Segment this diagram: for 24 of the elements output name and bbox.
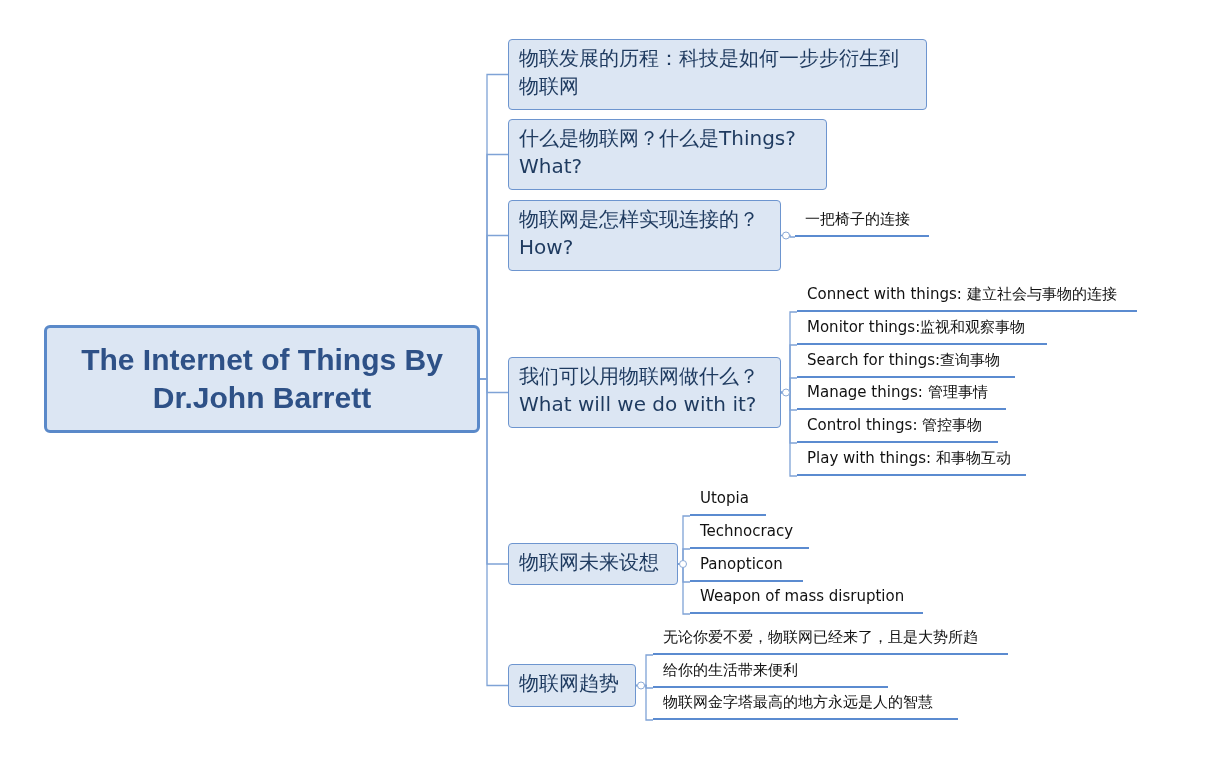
connector-line	[780, 391, 798, 477]
underlined-subtopic: Connect with things: 建立社会与事物的连接	[797, 282, 1137, 312]
underlined-subtopic: 无论你爱不爱，物联网已经来了，且是大势所趋	[653, 625, 1008, 655]
topic-box: 物联网趋势	[508, 664, 636, 707]
central-topic-box: The Internet of Things By Dr.John Barrett	[44, 325, 480, 433]
topic-box: 什么是物联网？什么是Things? What?	[508, 119, 827, 190]
connector-line	[479, 378, 509, 687]
connector-line	[635, 684, 654, 721]
underlined-subtopic: Weapon of mass disruption	[690, 584, 923, 614]
underlined-subtopic: Utopia	[690, 486, 766, 516]
underlined-subtopic: Monitor things:监视和观察事物	[797, 315, 1047, 345]
underlined-subtopic: Manage things: 管理事情	[797, 380, 1006, 410]
underlined-subtopic: 一把椅子的连接	[795, 207, 929, 237]
underlined-subtopic: 物联网金字塔最高的地方永远是人的智慧	[653, 690, 958, 720]
underlined-subtopic: 给你的生活带来便利	[653, 658, 888, 688]
underlined-subtopic: Technocracy	[690, 519, 809, 549]
underlined-subtopic: Search for things:查询事物	[797, 348, 1015, 378]
topic-box: 我们可以用物联网做什么？ What will we do with it?	[508, 357, 781, 428]
topic-box: 物联发展的历程：科技是如何一步步衍生到物联网	[508, 39, 927, 110]
underlined-subtopic: Panopticon	[690, 552, 803, 582]
topic-box: 物联网未来设想	[508, 543, 678, 585]
topic-box: 物联网是怎样实现连接的？ How?	[508, 200, 781, 271]
underlined-subtopic: Control things: 管控事物	[797, 413, 998, 443]
underlined-subtopic: Play with things: 和事物互动	[797, 446, 1026, 476]
